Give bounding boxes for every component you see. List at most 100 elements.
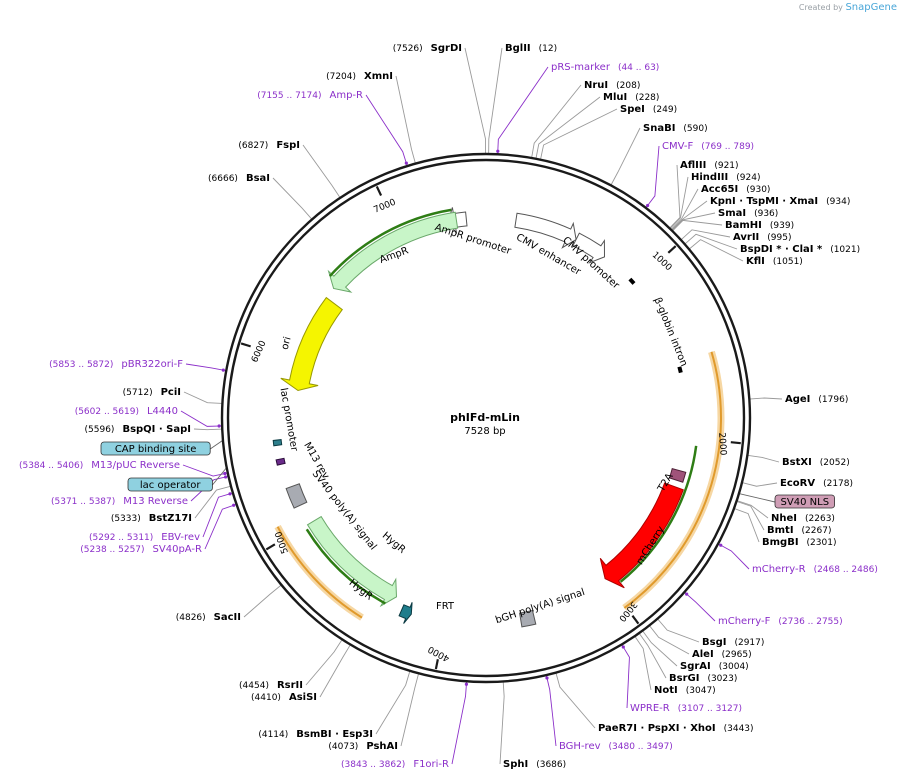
sv40-poly-a-signal-feature	[285, 483, 308, 509]
primer-marker	[228, 492, 232, 496]
site-leader-line	[464, 47, 487, 155]
site-label: (4073)PshAI	[328, 741, 398, 752]
site-name: NheI	[771, 513, 797, 524]
cmv-promoter-feature	[572, 232, 606, 264]
primer-leader-line	[497, 66, 549, 155]
primer-marker	[646, 203, 650, 208]
primer-name: mCherry-F	[718, 616, 771, 627]
primer-marker	[232, 503, 236, 507]
site-label: BsgI(2917)	[702, 637, 764, 648]
site-label: NheI(2263)	[771, 513, 835, 524]
site-leader-line	[736, 500, 769, 519]
site-position: (1051)	[773, 257, 803, 267]
primer-marker	[404, 161, 408, 165]
primer-marker	[496, 149, 500, 153]
site-position: (2917)	[734, 638, 764, 648]
site-position: (995)	[767, 233, 791, 243]
site-leader-line	[669, 176, 689, 230]
primer-label: (5853 .. 5872)pBR322ori-F	[49, 359, 183, 370]
site-name: BsrGI	[669, 673, 699, 684]
intron-boundary-mark	[677, 366, 683, 374]
site-position: (2052)	[820, 458, 850, 468]
lac-promoter-feature	[272, 439, 283, 447]
primer-position: (2736 .. 2755)	[778, 617, 842, 627]
site-label: HindIII(924)	[691, 172, 760, 183]
primer-leader-line	[365, 94, 408, 167]
primer-leader-line	[621, 644, 630, 709]
primer-label: (5371 .. 5387)M13 Reverse	[51, 496, 188, 507]
primer-position: (5384 .. 5406)	[19, 461, 83, 471]
site-name: PaeR7I · PspXI · XhoI	[598, 723, 716, 734]
site-name: SnaBI	[643, 123, 675, 134]
site-leader-line	[305, 639, 343, 686]
site-name: BmtI	[767, 525, 794, 536]
frt-feature	[398, 602, 413, 624]
primer-position: (3107 .. 3127)	[678, 704, 742, 714]
primer-leader-line	[645, 145, 660, 209]
site-position: (6666)	[208, 174, 238, 184]
site-position: (3004)	[719, 662, 749, 672]
site-label: BamHI(939)	[725, 220, 794, 231]
site-label: (5333)BstZ17I	[111, 513, 192, 524]
primer-label: BGH-rev(3480 .. 3497)	[559, 741, 673, 752]
site-label: (4114)BsmBI · Esp3I	[258, 729, 373, 740]
site-label: BsrGI(3023)	[669, 673, 737, 684]
primer-name: L4440	[147, 406, 178, 417]
site-name: BspQI · SapI	[122, 424, 191, 435]
site-leader-line	[193, 428, 223, 431]
site-position: (7204)	[326, 72, 356, 82]
site-position: (2267)	[802, 526, 832, 536]
primer-position: (5292 .. 5311)	[89, 533, 153, 543]
tick-label: 7000	[372, 197, 397, 215]
primer-leader-line	[717, 543, 750, 570]
orf-line	[623, 351, 722, 609]
mcherry-feature	[599, 482, 684, 589]
tick-mark	[631, 615, 640, 625]
site-leader-line	[680, 229, 731, 241]
primer-leader-line	[202, 492, 233, 538]
site-leader-line	[555, 672, 596, 729]
site-position: (930)	[746, 185, 770, 195]
site-leader-line	[648, 625, 690, 655]
site-leader-line	[733, 508, 760, 543]
site-label: (6666)BsaI	[208, 173, 270, 184]
site-name: AleI	[692, 649, 714, 660]
site-leader-line	[302, 144, 341, 199]
primer-label: mCherry-F (2736 .. 2755)	[718, 616, 843, 627]
primer-marker	[223, 471, 227, 476]
primer-label: (5292 .. 5311)EBV-rev	[89, 532, 200, 543]
site-leader-line	[488, 47, 503, 155]
site-position: (936)	[754, 209, 778, 219]
plasmid-name: phIFd-mLin	[450, 411, 520, 424]
site-leader-line	[610, 127, 641, 186]
site-position: (208)	[616, 81, 640, 91]
primer-leader-line	[182, 464, 228, 477]
site-position: (5596)	[85, 425, 115, 435]
site-name: PshAI	[366, 741, 398, 752]
primer-position: (769 .. 789)	[701, 142, 754, 152]
hygr-feature	[306, 515, 398, 608]
site-position: (3443)	[724, 724, 754, 734]
primer-position: (5371 .. 5387)	[51, 497, 115, 507]
site-leader-line	[749, 397, 783, 400]
boxed-feature-leader	[212, 467, 228, 486]
site-name: AvrII	[733, 232, 759, 243]
boxed-feature-box	[100, 441, 211, 456]
site-position: (2965)	[722, 650, 752, 660]
site-leader-line	[400, 673, 420, 747]
site-label: SgrAI(3004)	[680, 661, 749, 672]
site-label: SpeI(249)	[620, 104, 677, 115]
primer-label: WPRE-R(3107 .. 3127)	[630, 703, 742, 714]
primer-name: pBR322ori-F	[121, 359, 183, 370]
hygr-feature-orf	[305, 528, 386, 605]
site-label: MluI(228)	[603, 92, 659, 103]
feature-label: AmpR promoter	[433, 222, 513, 257]
primer-label: CMV-F(769 .. 789)	[662, 141, 754, 152]
site-label: AleI (2965)	[692, 649, 752, 660]
site-name: NruI	[584, 80, 608, 91]
site-label: (4454)RsrII	[239, 680, 303, 691]
primer-label: (3843 .. 3862)F1ori-R	[341, 759, 449, 770]
site-name: AgeI	[785, 394, 810, 405]
site-position: (590)	[683, 124, 707, 134]
